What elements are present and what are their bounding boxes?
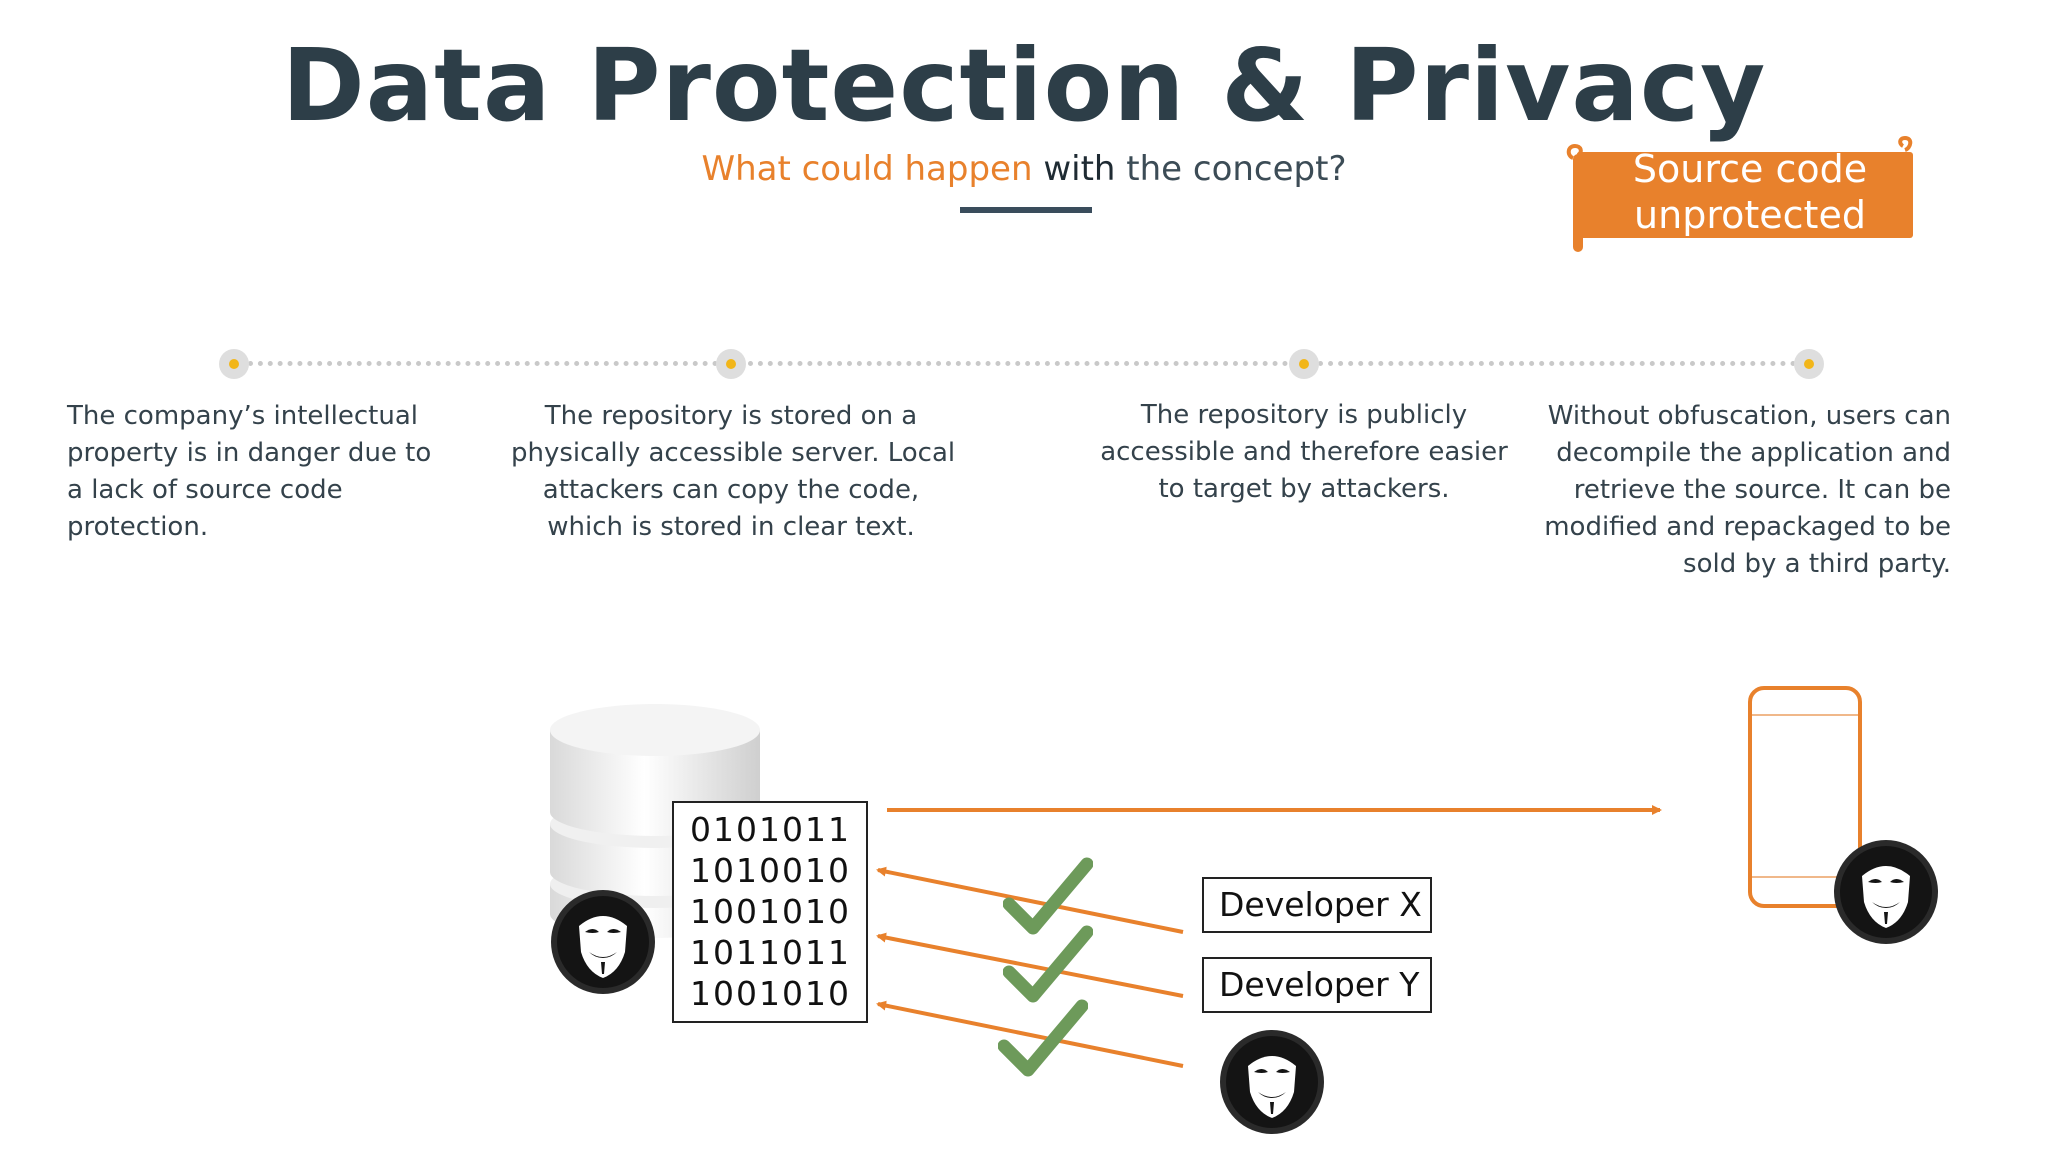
arrow-from-hacker xyxy=(876,1000,1184,1068)
timeline-4-line-2: decompile the application and xyxy=(1556,438,1951,468)
timeline-2-line-3: attackers can copy the code, xyxy=(542,475,920,505)
timeline-2-line-2: physically accessible server. Local xyxy=(511,438,956,468)
timeline-1-line-1: The company’s intellectual xyxy=(67,401,418,431)
timeline-4-line-4: modified and repackaged to be xyxy=(1544,512,1951,542)
timeline-4-line-5: sold by a third party. xyxy=(1683,549,1951,579)
banner-text: Source code unprotected xyxy=(1600,146,1900,238)
code-line: 1010010 xyxy=(690,851,851,890)
banner-line-1: Source code xyxy=(1632,147,1868,191)
banner-line-2: unprotected xyxy=(1634,193,1866,237)
timeline-1-line-3: a lack of source code xyxy=(67,475,343,505)
subtitle-with: with xyxy=(1043,149,1116,189)
subtitle-highlight: What could happen xyxy=(701,149,1033,189)
page-subtitle: What could happen with the concept? xyxy=(0,148,2048,190)
scroll-banner xyxy=(1566,135,1913,252)
timeline-connector-3 xyxy=(1318,361,1796,366)
timeline-text-1: The company’s intellectual property is i… xyxy=(67,398,431,546)
code-line: 1011011 xyxy=(690,933,851,972)
timeline-connector-2 xyxy=(748,361,1288,366)
subtitle-rest: the concept? xyxy=(1126,149,1347,189)
source-code-box: 0101011 1010010 1001010 1011011 1001010 xyxy=(672,801,868,1023)
timeline-dot-1 xyxy=(219,349,249,379)
developer-y-box: Developer Y xyxy=(1202,957,1432,1013)
timeline-3-line-2: accessible and therefore easier xyxy=(1100,437,1508,467)
timeline-text-2: The repository is stored on a physically… xyxy=(511,398,956,546)
checkmark-icon xyxy=(998,999,1088,1077)
page-title: Data Protection & Privacy xyxy=(281,27,1767,144)
checkmark-icon xyxy=(1003,857,1093,935)
developer-x-box: Developer X xyxy=(1202,877,1432,933)
anonymous-mask-icon xyxy=(551,890,655,994)
checkmark-icon xyxy=(1003,925,1093,1003)
anonymous-mask-icon xyxy=(1834,840,1938,944)
timeline-1-line-4: protection. xyxy=(67,512,209,542)
code-line: 1001010 xyxy=(690,892,851,931)
timeline-dot-2 xyxy=(716,349,746,379)
title-underline xyxy=(960,207,1092,213)
timeline-3-line-3: to target by attackers. xyxy=(1158,474,1450,504)
timeline-2-line-4: which is stored in clear text. xyxy=(547,512,915,542)
timeline-4-line-1: Without obfuscation, users can xyxy=(1547,401,1951,431)
timeline-1-line-2: property is in danger due to xyxy=(67,438,432,468)
timeline-4-line-3: retrieve the source. It can be xyxy=(1573,475,1951,505)
phone-top-bar xyxy=(1752,714,1858,716)
arrow-from-developer-x xyxy=(876,866,1184,934)
timeline-connector-1 xyxy=(248,361,718,366)
anonymous-mask-icon xyxy=(1220,1030,1324,1134)
timeline-dot-3 xyxy=(1289,349,1319,379)
timeline-dot-4 xyxy=(1794,349,1824,379)
code-line: 1001010 xyxy=(690,974,851,1013)
timeline-2-line-1: The repository is stored on a xyxy=(544,401,918,431)
timeline-3-line-1: The repository is publicly xyxy=(1140,400,1468,430)
timeline-text-3: The repository is publicly accessible an… xyxy=(1094,397,1514,508)
timeline-text-4: Without obfuscation, users can decompile… xyxy=(1511,398,1951,583)
code-line: 0101011 xyxy=(690,810,851,849)
arrow-from-developer-y xyxy=(876,932,1184,998)
phone-bottom-bar xyxy=(1752,876,1858,878)
